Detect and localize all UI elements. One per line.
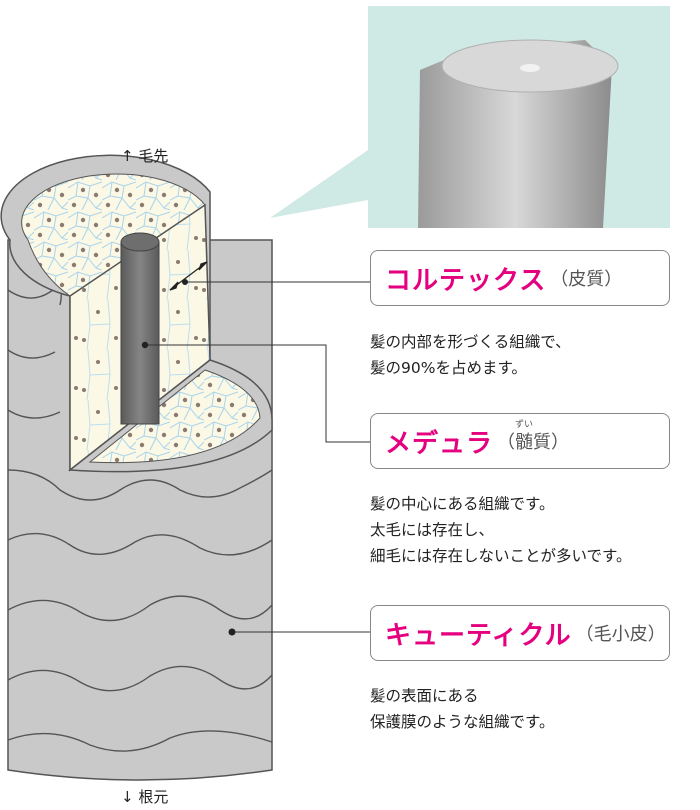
cortex-subname: （皮質）: [550, 269, 623, 290]
description-line: 髪の中心にある組織です。: [370, 495, 555, 513]
description-line: 髪の90%を占めます。: [370, 359, 527, 377]
leader-dot-cuticle: [228, 628, 236, 636]
medulla-tip-spot: [520, 64, 540, 72]
hair-cylinder: [0, 154, 273, 781]
top-cortex-face: [21, 173, 206, 297]
leader-dot-cortex: [182, 279, 188, 285]
leader-dots: [141, 279, 236, 636]
leader-lines: [145, 281, 370, 633]
leader-line-medulla: [145, 344, 370, 443]
cuticle-scale-line: [7, 349, 56, 359]
medulla-description: 髪の中心にある組織です。 太毛には存在し、 細毛には存在しないことが多いです。: [370, 491, 632, 569]
description-line: 細毛には存在しないことが多いです。: [370, 547, 632, 565]
cuticle-scales: [7, 288, 273, 752]
cuticle-name: キューティクル: [385, 620, 572, 651]
medulla-rod-top: [120, 232, 160, 252]
cuticle-scale-line: [7, 288, 62, 306]
cuticle-scale-line: [7, 409, 61, 419]
cortex-thickness-arrow: [169, 261, 208, 291]
cuticle-scale-line: [7, 532, 273, 556]
cuticle-scale-line: [7, 595, 273, 622]
medulla-label-box: メデュラ （髄ずい質）: [370, 413, 670, 469]
cuticle-description: 髪の表面にある 保護膜のような組織です。: [370, 683, 554, 735]
cuticle-label-box: キューティクル （毛小皮）: [370, 605, 670, 661]
description-line: 髪の内部を形づくる組織で、: [370, 333, 571, 351]
medulla-subname: （髄ずい質）: [497, 420, 569, 454]
hair-tip-label: ↑ 毛先: [121, 147, 169, 165]
lower-cortex-face: [88, 369, 261, 464]
microscope-photo: [270, 6, 670, 228]
cuticle-scale-line: [7, 469, 273, 501]
cuticle-scale-line: [7, 730, 273, 752]
cuticle-scale-line: [7, 665, 273, 692]
medulla-rod: [120, 241, 160, 425]
cuticle-subname: （毛小皮）: [575, 624, 666, 645]
description-line: 保護膜のような組織です。: [370, 713, 555, 731]
callout-pointer: [270, 150, 368, 218]
description-line: 髪の表面にある: [370, 687, 479, 705]
cortex-description: 髪の内部を形づくる組織で、 髪の90%を占めます。: [370, 329, 571, 381]
medulla-name: メデュラ: [385, 428, 494, 459]
hair-root-label: ↓ 根元: [121, 788, 169, 806]
cortex-name: コルテックス: [385, 265, 547, 296]
leader-dot-medulla: [141, 341, 149, 349]
medulla-ruby: ずい: [515, 420, 534, 430]
description-line: 太毛には存在し、: [370, 521, 495, 539]
cortex-label-box: コルテックス （皮質）: [370, 250, 670, 306]
